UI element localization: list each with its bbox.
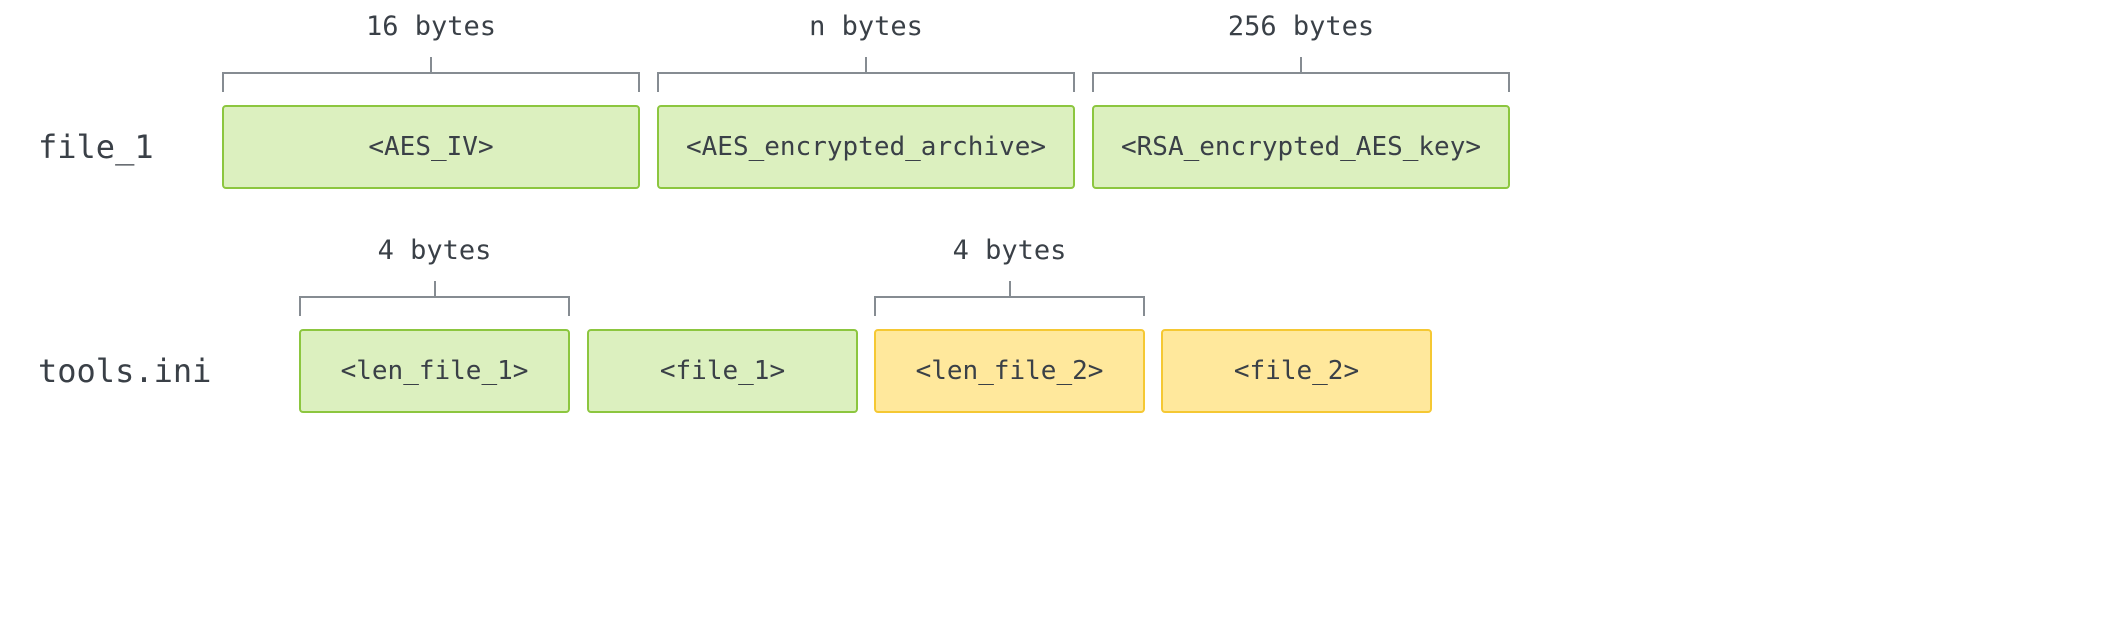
field-len-file-1: <len_file_1> (299, 329, 570, 413)
size-label-len-file-1: 4 bytes (377, 235, 492, 266)
field-aes-encrypted-archive: <AES_encrypted_archive> (657, 105, 1075, 189)
byte-layout-diagram: file_1 16 bytes <AES_IV> n bytes <AES_en… (38, 11, 1510, 413)
bracket-len-file-2 (874, 281, 1145, 316)
size-label-len-file-2: 4 bytes (952, 235, 1067, 266)
bracket-aes-encrypted-archive (657, 57, 1075, 92)
row-label-tools-ini: tools.ini (38, 352, 212, 390)
size-label-aes-iv: 16 bytes (365, 11, 497, 42)
bracket-tick (430, 57, 432, 74)
field-file-2: <file_2> (1161, 329, 1432, 413)
bracket-len-file-1 (299, 281, 570, 316)
bracket-tick (1300, 57, 1302, 74)
size-label-aes-encrypted-archive: n bytes (809, 11, 923, 42)
bracket-tick (433, 281, 436, 298)
bracket-tick (865, 57, 867, 74)
bracket-rsa-encrypted-aes-key (1092, 57, 1510, 92)
row-label-file-1: file_1 (38, 128, 154, 166)
field-aes-iv: <AES_IV> (222, 105, 640, 189)
field-file-1: <file_1> (587, 329, 858, 413)
field-len-file-2: <len_file_2> (874, 329, 1145, 413)
field-rsa-encrypted-aes-key: <RSA_encrypted_AES_key> (1092, 105, 1510, 189)
size-label-rsa-encrypted-aes-key: 256 bytes (1227, 11, 1375, 42)
bracket-aes-iv (222, 57, 640, 92)
bracket-tick (1008, 281, 1011, 298)
